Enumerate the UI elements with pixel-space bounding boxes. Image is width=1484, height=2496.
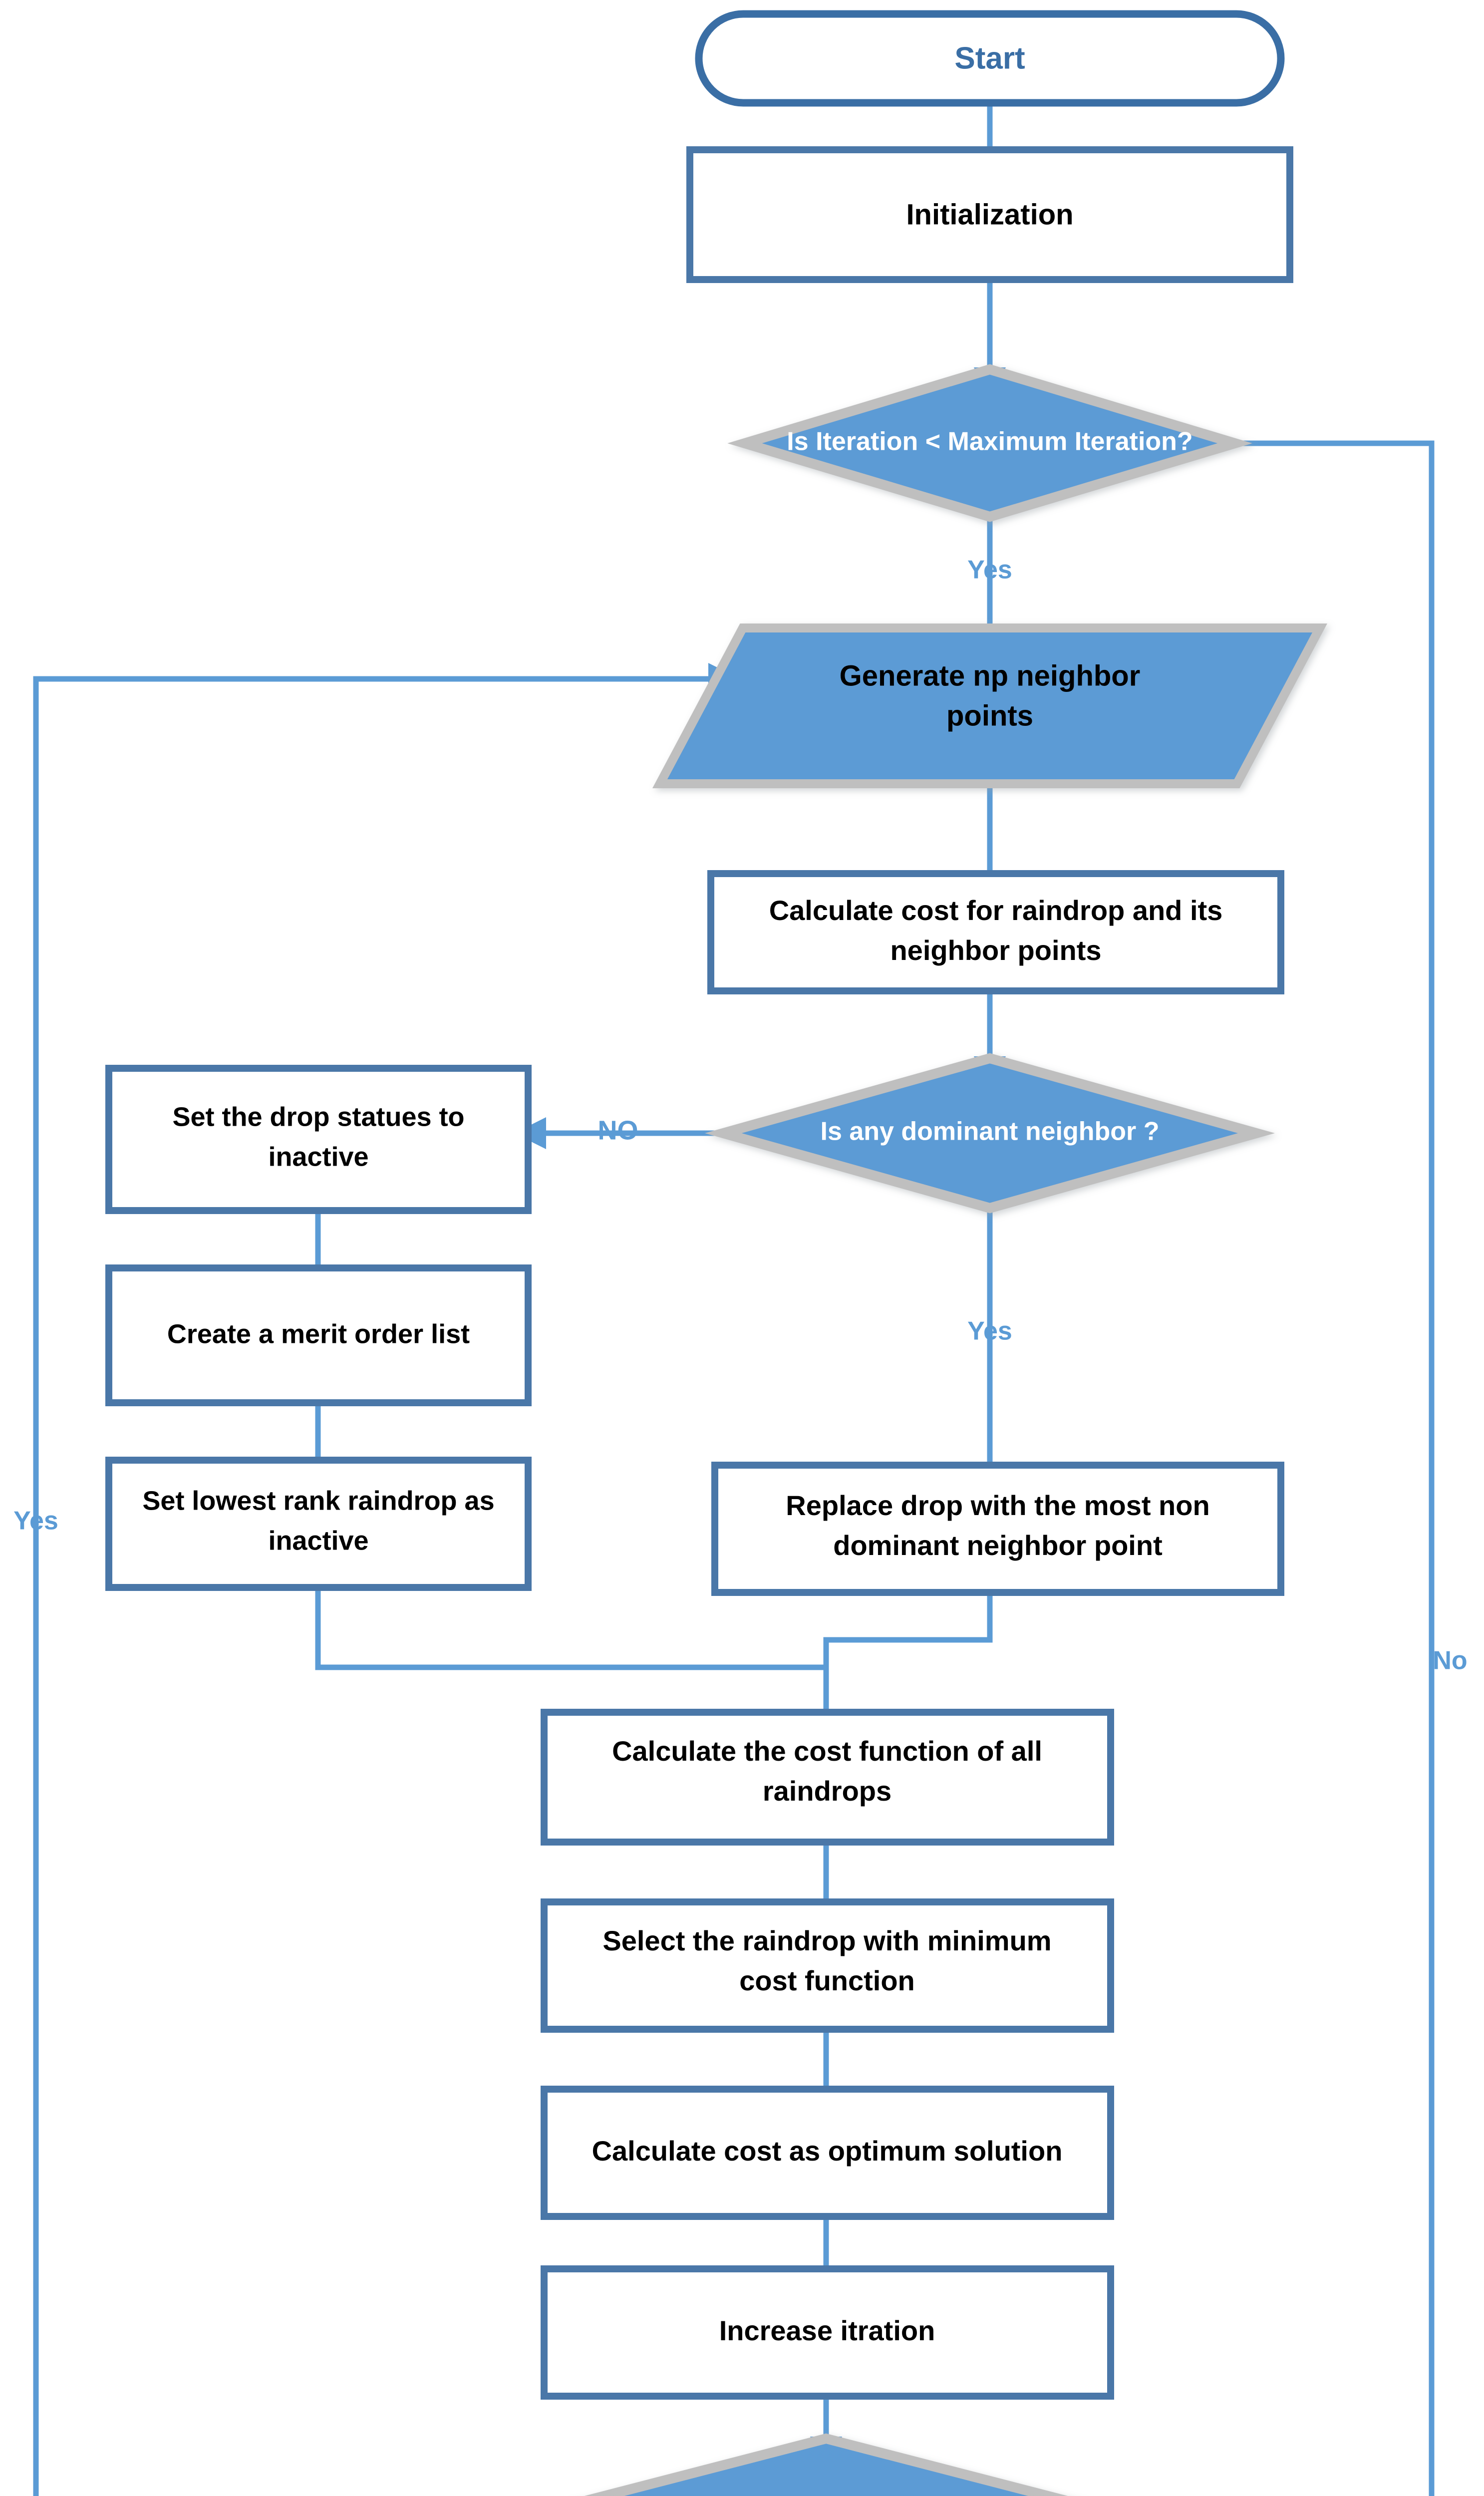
setdrop-label-line1: Set the drop statues to [172,1102,464,1132]
generate-label-line1: Generate np neighbor [840,659,1141,692]
start-label: Start [954,41,1025,75]
node-decision-iteration-max[interactable]: Is Iteration < Maximum Iteration? [727,364,1252,522]
node-optimum-solution[interactable]: Calculate cost as optimum solution [541,2086,1114,2220]
edge-label-dec2-yes: Yes [967,1317,1012,1346]
node-generate-neighbors[interactable]: Generate np neighbor points [652,624,1327,788]
lowrank-label-line1: Set lowest rank raindrop as [142,1486,494,1516]
connector-dec3-yes-path [33,676,710,2496]
decision3-shape [584,2433,1068,2496]
initialization-label: Initialization [906,198,1073,231]
decision1-shape [727,364,1252,522]
increase-shape [541,2265,1114,2400]
increase-label: Increase itration [719,2315,935,2346]
connector-layer [33,103,1435,2496]
decision2-shape [705,1053,1275,1214]
decision1-label: Is Iteration < Maximum Iteration? [787,427,1192,456]
selectmin-label-line1: Select the raindrop with minimum [602,1925,1051,1956]
connector-replace-merge [823,1592,993,1712]
node-cost-all-raindrops[interactable]: Calculate the cost function of all raind… [541,1709,1114,1846]
optimum-label: Calculate cost as optimum solution [592,2135,1063,2167]
optimum-shape [541,2086,1114,2220]
node-replace-drop[interactable]: Replace drop with the most non dominant … [711,1462,1284,1596]
generate-shape [652,624,1327,788]
start-shape [695,10,1285,107]
node-calc-cost-raindrop[interactable]: Calculate cost for raindrop and its neig… [707,870,1284,994]
node-merit-order-list[interactable]: Create a merit order list [105,1264,532,1406]
calccost-label-line2: neighbor points [890,935,1101,966]
initialization-shape [686,146,1293,283]
generate-label-line2: points [946,699,1033,732]
replace-label-line1: Replace drop with the most non [786,1490,1209,1521]
decision2-label: Is any dominant neighbor ? [821,1117,1160,1146]
selectmin-shape [541,1898,1114,2033]
node-set-drop-inactive[interactable]: Set the drop statues to inactive [105,1065,532,1214]
calccost-shape [707,870,1284,994]
replace-shape [711,1462,1284,1596]
costall-shape [541,1709,1114,1846]
replace-label-line2: dominant neighbor point [833,1530,1162,1561]
merit-shape [105,1264,532,1406]
edge-label-dec1-no: No [1433,1646,1467,1675]
edge-label-dec2-no: NO [598,1115,638,1145]
costall-label-line2: raindrops [763,1775,891,1807]
node-increase-iteration[interactable]: Increase itration [541,2265,1114,2400]
selectmin-label-line2: cost function [739,1965,915,1996]
node-select-min-raindrop[interactable]: Select the raindrop with minimum cost fu… [541,1898,1114,2033]
setdrop-label-line2: inactive [268,1142,368,1172]
node-lowest-rank-inactive[interactable]: Set lowest rank raindrop as inactive [105,1457,532,1591]
connector-dec1-no-path [1235,440,1435,2496]
node-initialization[interactable]: Initialization [686,146,1293,283]
edge-label-dec3-yes: Yes [13,1507,58,1536]
calccost-label-line1: Calculate cost for raindrop and its [769,895,1223,926]
node-start[interactable]: Start [695,10,1285,107]
costall-label-line1: Calculate the cost function of all [612,1735,1042,1767]
node-decision-dominant-neighbor[interactable]: Is any dominant neighbor ? [705,1053,1275,1214]
merit-label: Create a merit order list [167,1319,470,1349]
lowrank-shape [105,1457,532,1591]
lowrank-label-line2: inactive [268,1526,368,1556]
setdrop-shape [105,1065,532,1214]
edge-label-dec1-yes: Yes [967,556,1012,585]
